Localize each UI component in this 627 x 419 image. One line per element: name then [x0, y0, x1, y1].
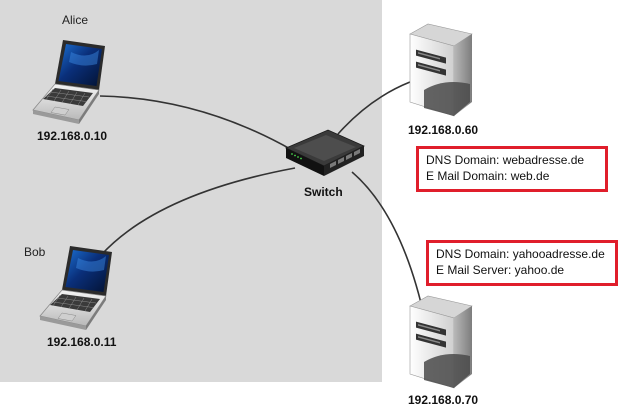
server1-info-box: DNS Domain: webadresse.de E Mail Domain:…: [416, 146, 608, 192]
ip-server1: 192.168.0.60: [408, 123, 479, 137]
server2-dns-domain: DNS Domain: yahooadresse.de: [436, 247, 605, 261]
network-switch-icon: [285, 129, 365, 176]
cable-alice-switch: [99, 95, 293, 151]
server1-mail-domain: E Mail Domain: web.de: [426, 169, 550, 183]
host-name-alice: Alice: [62, 13, 89, 27]
server1-dns-domain: DNS Domain: webadresse.de: [426, 153, 585, 167]
ip-bob: 192.168.0.11: [47, 335, 117, 349]
server2-mail-server: E Mail Server: yahoo.de: [436, 263, 565, 277]
cables: [94, 81, 426, 321]
cable-bob-switch: [94, 167, 296, 263]
server2-info-box: DNS Domain: yahooadresse.de E Mail Serve…: [426, 240, 618, 286]
cable-switch-server1: [337, 81, 411, 135]
host-name-bob: Bob: [24, 245, 46, 259]
switch-label: Switch: [304, 185, 343, 199]
server-icon: [409, 295, 473, 389]
cable-switch-server2: [351, 171, 426, 321]
ip-server2: 192.168.0.70: [408, 393, 479, 407]
ip-alice: 192.168.0.10: [37, 129, 108, 143]
server-icon: [409, 23, 473, 117]
